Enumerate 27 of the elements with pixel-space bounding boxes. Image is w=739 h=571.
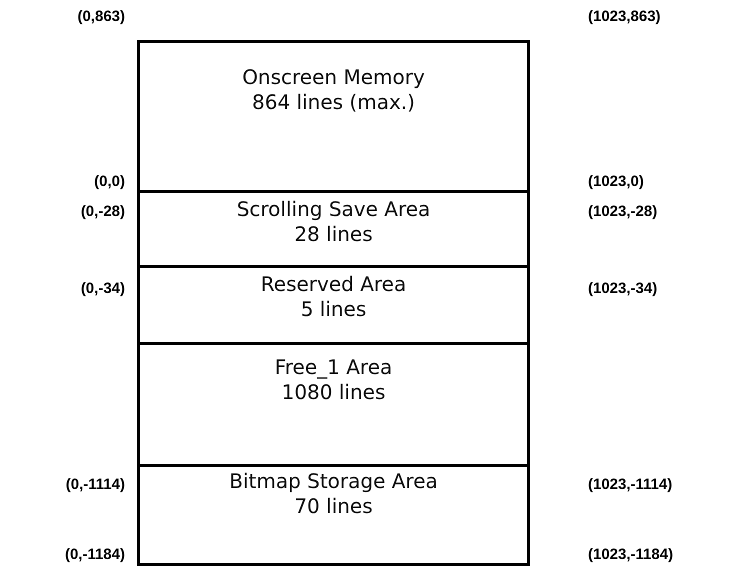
region-title: Scrolling Save Area [236, 197, 430, 222]
coordinate-label: (1023,-1114) [588, 476, 672, 493]
region-size: 28 lines [294, 222, 373, 247]
region-size: 70 lines [294, 494, 373, 519]
region-title: Reserved Area [260, 272, 406, 297]
coordinate-label: (1023,-1184) [588, 546, 674, 563]
coordinate-label: (1023,-28) [588, 203, 658, 220]
coordinate-label: (0,863) [77, 8, 125, 25]
memory-region [137, 190, 530, 268]
coordinate-label: (0,-34) [80, 280, 125, 297]
coordinate-label: (0,-28) [80, 203, 125, 220]
memory-region [137, 265, 530, 345]
region-size: 5 lines [300, 297, 366, 322]
region-size: 864 lines (max.) [252, 90, 415, 115]
coordinate-label: (0,-1114) [66, 476, 125, 493]
coordinate-label: (0,-1184) [64, 546, 125, 563]
region-size: 1080 lines [282, 380, 386, 405]
coordinate-label: (1023,0) [588, 173, 644, 190]
coordinate-label: (1023,-34) [588, 280, 658, 297]
memory-region [137, 464, 530, 566]
memory-region [137, 40, 530, 193]
region-title: Onscreen Memory [242, 65, 425, 90]
coordinate-label: (0,0) [94, 173, 125, 190]
memory-region [137, 342, 530, 467]
region-title: Bitmap Storage Area [229, 469, 438, 494]
coordinate-label: (1023,863) [588, 8, 661, 25]
region-title: Free_1 Area [274, 355, 392, 380]
